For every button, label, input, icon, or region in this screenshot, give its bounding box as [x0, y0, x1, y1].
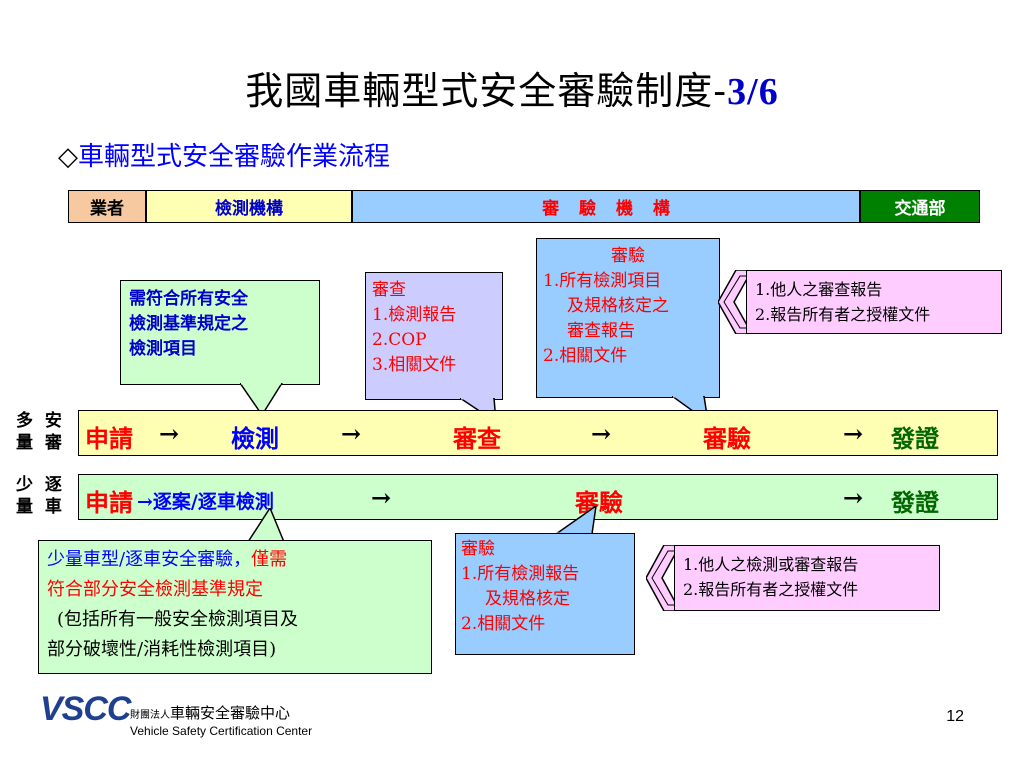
flow-arrow: → — [341, 419, 362, 448]
low-volume-emphasis: 僅需 — [251, 549, 288, 570]
others-test-callout: 1.他人之檢測或審查報告 2.報告所有者之授權文件 — [674, 545, 940, 611]
flow-low-volume-bar: 申請 →逐案/逐車檢測 → 審驗 → 發證 — [78, 474, 998, 520]
page-title: 我國車輛型式安全審驗制度-3/6 — [0, 60, 1024, 115]
tab-testing-lab: 檢測機構 — [146, 190, 352, 223]
inspection-callout: 審驗 1.所有檢測項目 及規格核定之 審查報告 2.相關文件 — [536, 238, 720, 398]
low-volume-line: 少量車型/逐車安全審驗，僅需 — [47, 545, 423, 575]
flow-certify: 發證 — [891, 424, 939, 453]
requirement-line: 需符合所有安全 — [129, 289, 248, 309]
side-char: 多 — [16, 411, 33, 431]
low-inspection-line: 及規格核定 — [485, 589, 570, 609]
side-char: 安 — [44, 411, 62, 431]
low-inspection-line: 2.相關文件 — [461, 614, 546, 634]
flow-low-side-label: 少 逐 量 車 — [16, 474, 72, 518]
side-char: 審 — [44, 433, 62, 453]
flow-apply: 申請 — [85, 424, 133, 453]
review-docs-line: 2.COP — [372, 330, 427, 350]
flow-inspect: 審驗 — [703, 424, 751, 453]
inspection-line: 審查報告 — [567, 321, 635, 341]
chevron-left-icon — [718, 270, 752, 334]
low-volume-lead: 少量車型/逐車安全審驗， — [47, 549, 252, 570]
callout-pointer — [553, 506, 597, 536]
vscc-logo: VSCC — [40, 690, 131, 728]
low-volume-line: 部分破壞性/消耗性檢測項目) — [47, 639, 277, 660]
others-review-callout: 1.他人之審查報告 2.報告所有者之授權文件 — [746, 270, 1002, 334]
review-docs-line: 3.相關文件 — [372, 355, 457, 375]
inspection-line: 及規格核定之 — [567, 296, 669, 316]
flow-arrow: → — [843, 483, 864, 512]
side-char: 量 — [16, 433, 33, 453]
review-docs-line: 審查 — [372, 280, 406, 300]
tab-review-agency: 審 驗 機 構 — [352, 190, 860, 223]
side-char: 逐 — [44, 475, 62, 495]
flow-certify: 發證 — [891, 488, 939, 517]
low-volume-requirement-callout: 少量車型/逐車安全審驗，僅需 符合部分安全檢測基準規定 (包括所有一般安全檢測項… — [38, 540, 432, 674]
requirement-line: 檢測基準規定之 — [129, 314, 248, 334]
page-number: 12 — [946, 708, 964, 725]
low-volume-line: 符合部分安全檢測基準規定 — [47, 579, 263, 600]
logo-prefix: 財團法人 — [130, 710, 170, 721]
subtitle: ◇車輛型式安全審驗作業流程 — [58, 136, 390, 173]
tab-ministry: 交通部 — [860, 190, 980, 223]
others-review-line: 1.他人之審查報告 — [755, 280, 883, 299]
side-char: 量 — [16, 497, 33, 517]
subtitle-text: 車輛型式安全審驗作業流程 — [78, 142, 391, 172]
logo-chinese-name: 財團法人車輛安全審驗中心 — [130, 702, 290, 723]
low-inspection-line: 審驗 — [461, 539, 495, 559]
flow-arrow: → — [843, 419, 864, 448]
title-main: 我國車輛型式安全審驗制度- — [245, 69, 728, 113]
flow-arrow: → — [371, 483, 392, 512]
requirement-line: 檢測項目 — [129, 339, 197, 359]
others-test-line: 1.他人之檢測或審查報告 — [683, 555, 859, 574]
side-char: 車 — [44, 497, 62, 517]
review-docs-callout: 審查 1.檢測報告 2.COP 3.相關文件 — [365, 272, 503, 400]
logo-english-name: Vehicle Safety Certification Center — [130, 724, 313, 738]
others-review-line: 2.報告所有者之授權文件 — [755, 305, 931, 324]
side-char: 少 — [16, 475, 33, 495]
callout-pointer — [246, 508, 286, 544]
flow-apply: 申請 — [85, 488, 133, 517]
low-inspection-line: 1.所有檢測報告 — [461, 564, 580, 584]
low-inspection-callout: 審驗 1.所有檢測報告 及規格核定 2.相關文件 — [455, 533, 635, 655]
flow-review: 審查 — [453, 424, 501, 453]
flow-safety-side-label: 多 安 量 審 — [16, 410, 72, 454]
logo-name: 車輛安全審驗中心 — [170, 704, 291, 722]
callout-pointer — [240, 383, 283, 417]
flow-arrow: → — [591, 419, 612, 448]
chevron-left-icon — [646, 545, 680, 611]
flow-test: 檢測 — [231, 424, 279, 453]
flow-safety-bar: 申請 → 檢測 → 審查 → 審驗 → 發證 — [78, 410, 998, 456]
low-volume-line: (包括所有一般安全檢測項目及 — [57, 609, 299, 630]
others-test-line: 2.報告所有者之授權文件 — [683, 580, 859, 599]
diamond-icon: ◇ — [58, 142, 78, 172]
tab-operator: 業者 — [68, 190, 146, 223]
title-suffix: 3/6 — [727, 71, 779, 113]
inspection-line: 2.相關文件 — [543, 346, 628, 366]
inspection-line: 1.所有檢測項目 — [543, 271, 662, 291]
review-docs-line: 1.檢測報告 — [372, 305, 457, 325]
flow-inspect: 審驗 — [575, 488, 623, 517]
flow-case-test: →逐案/逐車檢測 — [137, 491, 274, 513]
requirement-callout: 需符合所有安全 檢測基準規定之 檢測項目 — [120, 280, 320, 385]
flow-arrow: → — [159, 419, 180, 448]
inspection-line: 審驗 — [611, 246, 645, 266]
